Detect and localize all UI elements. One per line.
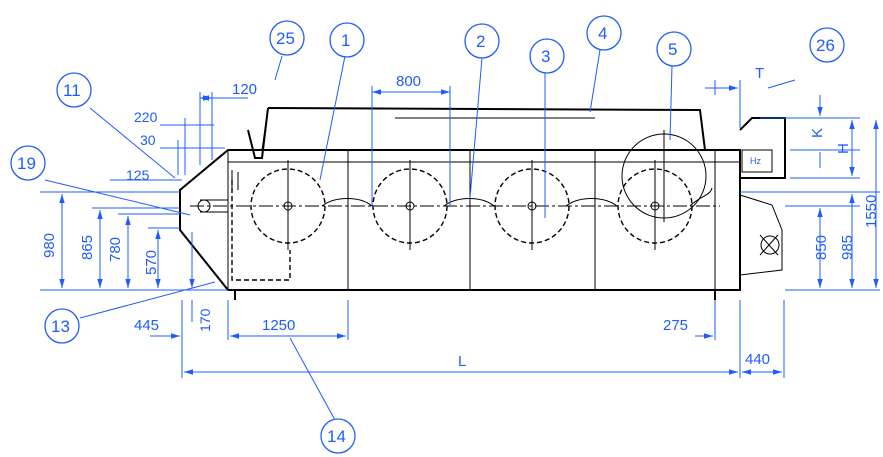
svg-text:25: 25	[276, 29, 295, 48]
dimension-lines	[40, 49, 880, 421]
balloon-11: 11	[56, 72, 92, 108]
dim-980: 980	[41, 233, 58, 258]
dim-125: 125	[126, 167, 150, 183]
balloon-4: 4	[586, 15, 622, 51]
svg-text:13: 13	[51, 317, 70, 336]
svg-text:14: 14	[327, 427, 346, 446]
hz-label: Hz	[750, 156, 761, 166]
callout-balloons: 1 2 3 4 5 11 13 14 19 25 26	[10, 15, 845, 454]
balloon-1: 1	[329, 22, 365, 58]
svg-text:4: 4	[598, 24, 607, 43]
svg-text:2: 2	[476, 32, 485, 51]
dim-1550: 1550	[863, 195, 880, 228]
balloon-14: 14	[320, 418, 356, 454]
balloon-26: 26	[809, 27, 845, 63]
drums	[190, 130, 720, 281]
dim-985: 985	[839, 235, 856, 260]
dim-570: 570	[143, 250, 160, 275]
dim-170: 170	[197, 308, 213, 332]
balloon-2: 2	[464, 23, 500, 59]
dim-865: 865	[79, 235, 96, 260]
dim-h: H	[835, 143, 852, 154]
svg-text:1: 1	[341, 31, 350, 50]
dim-275: 275	[663, 317, 688, 334]
balloon-19: 19	[10, 145, 46, 181]
svg-text:19: 19	[17, 154, 36, 173]
dim-780: 780	[107, 237, 124, 262]
balloon-25: 25	[269, 20, 305, 56]
balloon-5: 5	[656, 31, 692, 67]
dim-120: 120	[232, 81, 257, 98]
dim-800: 800	[396, 73, 421, 90]
svg-text:11: 11	[63, 81, 81, 100]
dim-t: T	[755, 65, 764, 82]
balloon-13: 13	[44, 308, 80, 344]
dim-445: 445	[134, 317, 159, 334]
balloon-3: 3	[529, 38, 565, 74]
dim-1250: 1250	[262, 317, 295, 334]
svg-text:26: 26	[816, 36, 835, 55]
dim-440: 440	[745, 351, 770, 368]
svg-text:5: 5	[668, 40, 677, 59]
machine-outline	[179, 107, 786, 300]
dim-l: L	[458, 353, 466, 370]
dim-220: 220	[134, 109, 158, 125]
dim-k: K	[809, 128, 826, 138]
dim-850: 850	[813, 235, 830, 260]
dimension-labels: 800 120 220 30 125 980 865 780 570 445 1…	[41, 65, 880, 370]
svg-text:3: 3	[541, 47, 550, 66]
dim-30: 30	[140, 132, 156, 148]
